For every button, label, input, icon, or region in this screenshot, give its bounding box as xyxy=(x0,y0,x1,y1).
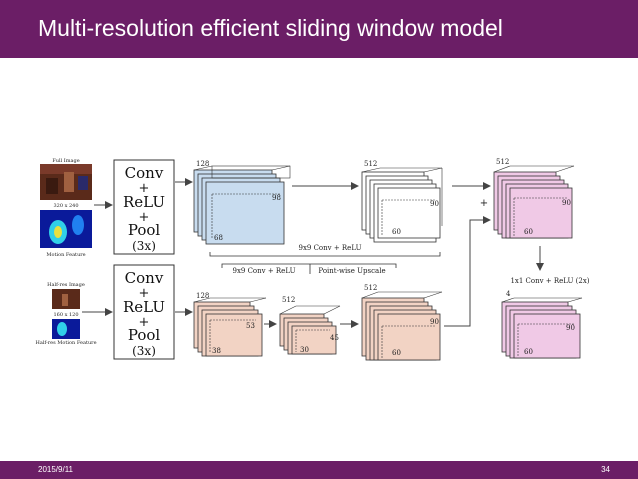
output-width-label: 90 xyxy=(566,324,575,332)
sum-width-label: 90 xyxy=(562,199,571,207)
bottom-labels-bracket xyxy=(221,263,397,268)
half-image-thumbnail xyxy=(52,289,80,309)
svg-text:+: + xyxy=(139,210,150,225)
sum-height-label: 60 xyxy=(524,228,533,236)
bottom-conv-label: 9x9 Conv + ReLU xyxy=(232,267,295,275)
full-image-thumbnail xyxy=(40,164,92,200)
big-width-label: 90 xyxy=(430,318,439,326)
mid-depth-label: 512 xyxy=(282,296,295,304)
output-feature-stack xyxy=(501,297,583,359)
motion-feature-label: Motion Feature xyxy=(46,252,85,258)
white-feature-stack xyxy=(361,167,443,243)
white-height-label: 60 xyxy=(392,228,401,236)
conv-module-bottom: Conv + ReLU + Pool (3x) xyxy=(113,264,175,360)
svg-text:+: + xyxy=(139,286,150,301)
page-number: 34 xyxy=(601,465,610,474)
orange-feature-stack xyxy=(193,297,267,357)
blue-depth-label: 128 xyxy=(196,160,209,168)
title-bar: Multi-resolution efficient sliding windo… xyxy=(0,0,638,58)
output-depth-label: 4 xyxy=(506,290,511,298)
orange-width-label: 53 xyxy=(246,322,255,330)
mid-feature-stack xyxy=(279,305,341,355)
svg-text:ReLU: ReLU xyxy=(123,193,165,211)
big-feature-stack xyxy=(361,291,443,361)
half-motion-label: Half-res Motion Feature xyxy=(35,340,96,346)
conv-module-top: Conv + ReLU + Pool (3x) xyxy=(113,159,175,255)
svg-text:ReLU: ReLU xyxy=(123,298,165,316)
full-size-label: 320 x 240 xyxy=(53,203,78,209)
white-depth-label: 512 xyxy=(364,160,377,168)
big-height-label: 60 xyxy=(392,349,401,357)
sum-plus: + xyxy=(480,198,488,209)
slide-title: Multi-resolution efficient sliding windo… xyxy=(38,15,503,41)
svg-text:Pool: Pool xyxy=(128,221,161,239)
mid-height-label: 30 xyxy=(300,346,309,354)
full-image-label: Full Image xyxy=(52,158,79,164)
top-conv-label: 9x9 Conv + ReLU xyxy=(298,244,361,252)
sum-feature-stack xyxy=(493,165,575,239)
orange-height-label: 38 xyxy=(212,347,221,355)
svg-text:+: + xyxy=(139,181,150,196)
output-op-label: 1x1 Conv + ReLU (2x) xyxy=(510,277,589,285)
half-motion-thumbnail xyxy=(52,319,80,339)
output-height-label: 60 xyxy=(524,348,533,356)
motion-feature-thumbnail xyxy=(40,210,92,248)
svg-text:(3x): (3x) xyxy=(132,239,156,253)
bottom-to-sum-arrow xyxy=(444,216,491,327)
blue-feature-stack xyxy=(193,165,291,245)
orange-depth-label: 128 xyxy=(196,292,209,300)
sum-depth-label: 512 xyxy=(496,158,509,166)
svg-text:Conv: Conv xyxy=(125,269,164,287)
white-width-label: 90 xyxy=(430,200,439,208)
svg-text:Conv: Conv xyxy=(125,164,164,182)
big-depth-label: 512 xyxy=(364,284,377,292)
half-size-label: 160 x 120 xyxy=(53,312,78,318)
half-image-label: Half-res Image xyxy=(47,282,85,288)
bottom-upscale-label: Point-wise Upscale xyxy=(318,267,385,275)
footer-bar: 2015/9/11 34 xyxy=(0,461,638,479)
mid-width-label: 45 xyxy=(330,334,339,342)
svg-text:Pool: Pool xyxy=(128,326,161,344)
blue-width-label: 98 xyxy=(272,194,281,202)
blue-height-label: 68 xyxy=(214,234,223,242)
svg-text:(3x): (3x) xyxy=(132,344,156,358)
footer-date: 2015/9/11 xyxy=(38,465,73,474)
svg-text:+: + xyxy=(139,315,150,330)
top-conv-bracket xyxy=(209,252,441,257)
